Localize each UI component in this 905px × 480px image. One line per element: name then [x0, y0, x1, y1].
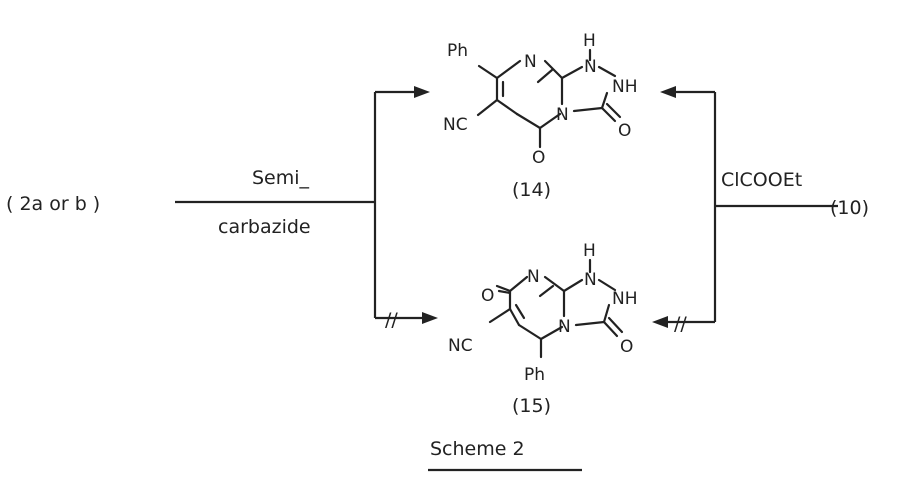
atom-o-triazole: O — [618, 121, 631, 141]
bond — [508, 275, 529, 293]
bond — [543, 275, 566, 293]
atom-n-upper: N — [584, 57, 597, 77]
atom-ph: Ph — [447, 41, 468, 61]
bond — [597, 278, 617, 292]
left-arrow-top-head — [414, 86, 430, 98]
bond — [600, 91, 609, 110]
right-arrow-bottom-head — [652, 316, 668, 328]
left-reagent-line2: carbazide — [218, 216, 311, 238]
bond — [517, 323, 543, 341]
bond — [543, 59, 564, 80]
right-arrow-top-head — [660, 86, 676, 98]
bond — [574, 320, 606, 327]
atom-n-ring: N — [556, 105, 569, 125]
bond — [560, 65, 584, 80]
atom-nh: NH — [612, 77, 638, 97]
bond — [495, 98, 519, 116]
atom-h: H — [583, 31, 596, 51]
bond — [539, 325, 564, 341]
atom-h: H — [583, 241, 596, 261]
bond — [495, 59, 522, 80]
bond — [538, 112, 562, 130]
atom-nc: NC — [448, 336, 473, 356]
bond — [495, 284, 512, 293]
atom-n: N — [527, 267, 540, 287]
bond — [572, 106, 604, 113]
atom-o-ketone: O — [532, 148, 545, 168]
atom-n: N — [524, 52, 537, 72]
compound-14-structure: Ph NC N N H N NH O O — [443, 31, 638, 168]
atom-n-ring: N — [558, 317, 571, 337]
bond — [562, 278, 584, 293]
left-blocked-mark: // — [385, 309, 398, 331]
bond — [538, 284, 555, 298]
right-reagent-label: ClCOOEt — [721, 169, 802, 191]
bond — [488, 307, 512, 324]
compound-14-label: (14) — [512, 179, 551, 201]
atom-ph: Ph — [524, 365, 545, 385]
atom-nc: NC — [443, 115, 468, 135]
bond — [607, 316, 624, 334]
bond — [602, 320, 619, 338]
bond — [515, 112, 542, 130]
bond — [536, 68, 554, 84]
bond — [514, 303, 526, 320]
bond — [477, 64, 499, 80]
bond — [600, 106, 617, 123]
scheme-caption: Scheme 2 — [430, 438, 525, 460]
bond — [508, 307, 521, 327]
atom-o-triazole: O — [620, 337, 633, 357]
left-reactant-label: ( 2a or b ) — [6, 193, 100, 215]
bond — [497, 289, 512, 295]
left-reagent-line1: Semi_ — [252, 167, 310, 189]
right-blocked-mark: // — [674, 313, 687, 335]
bond — [605, 102, 622, 119]
bond — [602, 303, 611, 324]
atom-n-upper: N — [584, 270, 597, 290]
atom-o-ketone: O — [481, 286, 494, 306]
bond — [597, 65, 617, 78]
compound-15-label: (15) — [512, 395, 551, 417]
atom-nh: NH — [612, 289, 638, 309]
compound-15-structure: O N N H N NH NC O Ph — [448, 241, 638, 385]
left-arrow-bottom-head — [422, 312, 438, 324]
bond — [476, 98, 499, 117]
right-reactant-label: (10) — [830, 197, 869, 219]
